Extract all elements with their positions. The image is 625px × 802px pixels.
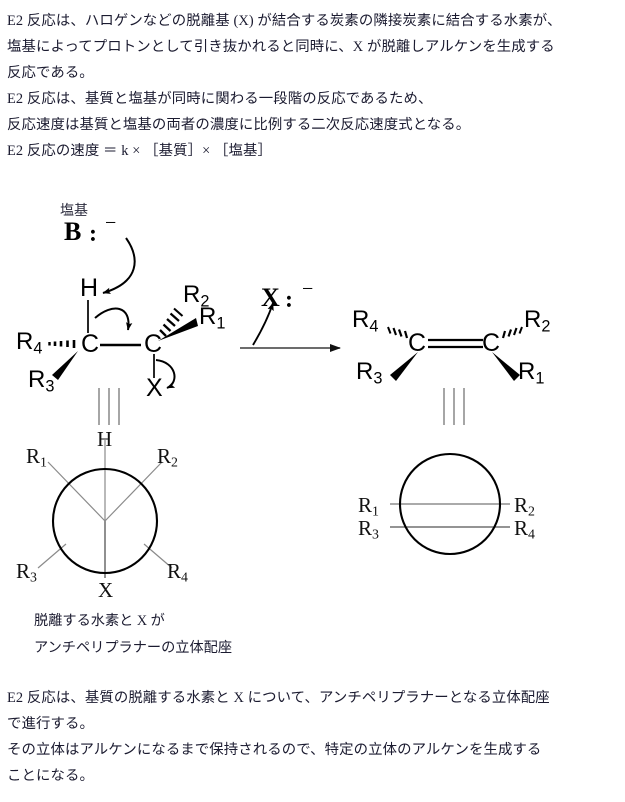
outro-line-4: ことになる。 <box>7 768 94 784</box>
base-annotation-label: 塩基 <box>60 204 88 219</box>
product-r2-hash-bond <box>501 326 523 339</box>
reactant-r3-label: R3 <box>28 366 55 396</box>
caption-line-2: アンチペリプラナーの立体配座 <box>34 640 233 656</box>
newman-projection-planar <box>390 452 510 556</box>
r4-hash-bond <box>48 340 76 348</box>
r1-wedge-bond <box>158 318 198 341</box>
reactant-carbon-left-label: C <box>81 330 100 358</box>
reactant-hydrogen-label: H <box>80 274 99 302</box>
base-lone-pair: : <box>89 221 97 247</box>
leaving-group-negative-charge: − <box>302 278 314 300</box>
newman-right-left-bottom-label: R3 <box>358 516 379 542</box>
reactant-r1-label: R1 <box>199 303 226 333</box>
newman-left-upper-left-label: R1 <box>26 444 47 470</box>
newman-right-right-bottom-label: R4 <box>514 516 535 542</box>
newman-left-lower-right-label: R4 <box>167 559 188 585</box>
leaving-group-lone-pair: : <box>285 287 293 313</box>
outro-line-1: E2 反応は、基質の脱離する水素と X について、アンチペリプラナーとなる立体配… <box>7 690 550 706</box>
product-r4-label: R4 <box>352 306 379 336</box>
newman-projection-staggered <box>37 440 173 578</box>
newman-right-right-top-label: R2 <box>514 493 535 519</box>
r2-hash-bond <box>159 307 184 337</box>
correspondence-marker-left <box>98 388 120 425</box>
intro-line-5: 反応速度は基質と塩基の両者の濃度に比例する二次反応速度式となる。 <box>7 117 471 133</box>
newman-left-lower-left-label: R3 <box>16 559 37 585</box>
intro-line-4: E2 反応は、基質と塩基が同時に関わる一段階の反応であるため、 <box>7 91 433 107</box>
outro-line-3: その立体はアルケンになるまで保持されるので、特定の立体のアルケンを生成する <box>7 742 542 758</box>
newman-right-left-top-label: R1 <box>358 493 379 519</box>
intro-line-2: 塩基によってプロトンとして引き抜かれると同時に、X が脱離しアルケンを生成する <box>7 39 555 55</box>
product-r3-label: R3 <box>356 358 383 388</box>
product-r1-label: R1 <box>518 358 545 388</box>
intro-line-1: E2 反応は、ハロゲンなどの脱離基 (X) が結合する炭素の隣接炭素に結合する水… <box>7 13 562 29</box>
leaving-group-symbol: X <box>261 283 280 312</box>
correspondence-marker-right <box>443 388 465 425</box>
product-carbon-left-label: C <box>408 329 427 357</box>
arrow-base-to-hydrogen <box>102 237 136 294</box>
newman-left-bottom-label: X <box>98 578 114 602</box>
newman-left-top-label: H <box>97 427 113 451</box>
base-negative-charge: − <box>105 212 117 234</box>
reactant-r4-label: R4 <box>16 328 43 358</box>
outro-line-2: で進行する。 <box>7 716 94 732</box>
intro-line-3: 反応である。 <box>7 65 94 81</box>
caption-line-1: 脱離する水素と X が <box>34 613 165 629</box>
reactant-halide-label: X <box>146 374 163 402</box>
base-symbol: B <box>64 217 82 246</box>
rate-equation-line: E2 反応の速度 ＝ k × ［基質］× ［塩基］ <box>7 143 272 159</box>
product-carbon-right-label: C <box>482 329 501 357</box>
reactant-carbon-right-label: C <box>144 330 163 358</box>
product-r2-label: R2 <box>524 306 551 336</box>
newman-left-upper-right-label: R2 <box>157 444 178 470</box>
reactant-skeleton <box>48 300 198 380</box>
reactant-r2-label: R2 <box>183 281 210 311</box>
r3-wedge-bond <box>52 351 78 380</box>
intro-paragraph: E2 反応は、ハロゲンなどの脱離基 (X) が結合する炭素の隣接炭素に結合する水… <box>7 8 619 164</box>
figure-caption: 脱離する水素と X が アンチペリプラナーの立体配座 <box>34 608 232 662</box>
arrow-ch-to-cc <box>94 307 133 331</box>
product-r4-hash-bond <box>387 326 409 339</box>
outro-paragraph: E2 反応は、基質の脱離する水素と X について、アンチペリプラナーとなる立体配… <box>7 685 619 789</box>
